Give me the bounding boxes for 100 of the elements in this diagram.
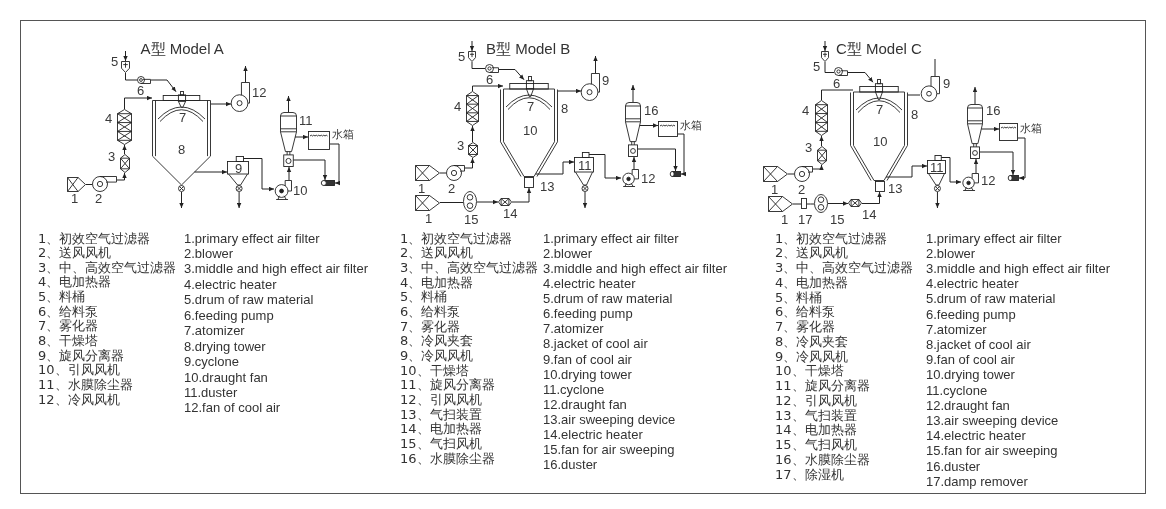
- pipe-line: [787, 173, 795, 175]
- filter-symbol: [763, 166, 788, 182]
- cylinder-symbol: [670, 171, 681, 177]
- pipe-arrow: [940, 157, 962, 185]
- pipe-line: [439, 172, 447, 174]
- list-item: 14.electric heater: [926, 428, 1026, 444]
- pipe-arrow: [470, 125, 475, 143]
- list-item: 16.duster: [926, 458, 981, 474]
- pipe-line: [439, 202, 464, 203]
- list-item: 2、送风风机: [38, 245, 112, 261]
- callout-number: 10: [293, 185, 308, 196]
- list-item: 10、干燥塔: [400, 362, 469, 378]
- callout-number: 1: [425, 213, 433, 224]
- list-item: 2、送风风机: [775, 245, 849, 261]
- tank-label: 水箱: [680, 119, 702, 132]
- blower-symbol: [794, 166, 813, 182]
- list-item: 9、冷风风机: [775, 348, 849, 364]
- callout-number: 5: [111, 56, 119, 67]
- pipe-arrow: [286, 95, 291, 113]
- list-item: 3.middle and high effect air filter: [543, 260, 728, 276]
- pipe-arrow: [194, 169, 228, 175]
- cylinder-symbol: [1008, 175, 1019, 181]
- pump-symbol: [834, 67, 848, 76]
- filter-symbol: [67, 177, 86, 192]
- callout-number: 2: [798, 184, 806, 195]
- list-item: 14、电加热器: [775, 422, 857, 438]
- pipe-arrow: [292, 159, 328, 181]
- pipe-arrow: [469, 40, 475, 52]
- pipe-arrow: [979, 151, 1016, 176]
- callout-number: 1: [771, 184, 779, 195]
- list-item: 6、给料泵: [775, 304, 836, 320]
- list-item: 5、料桶: [775, 289, 823, 305]
- callout-number: 11: [930, 162, 944, 173]
- callout-number: 14: [862, 209, 877, 220]
- fan-symbol: [581, 73, 600, 101]
- list-item: 10、干燥塔: [775, 363, 844, 379]
- list-item: 13.air sweeping device: [926, 412, 1059, 428]
- list-item: 4.electric heater: [184, 276, 277, 292]
- list-item: 5、料桶: [400, 289, 448, 305]
- list-item: 11.cyclone: [926, 382, 988, 398]
- callout-number: 8: [178, 144, 186, 155]
- list-item: 1、初效空气过滤器: [400, 230, 513, 246]
- callout-number: 2: [448, 183, 456, 194]
- list-item: 9.fan of cool air: [926, 352, 1015, 368]
- heater-symbol: [498, 198, 512, 206]
- list-item: 1.primary effect air filter: [543, 230, 679, 246]
- list-item: 1.primary effect air filter: [184, 230, 320, 246]
- list-item: 15.fan for air sweeping: [543, 442, 675, 458]
- list-item: 6、给料泵: [38, 303, 99, 319]
- heater-symbol: [815, 100, 828, 136]
- callout-number: 4: [105, 113, 113, 124]
- list-item: 13、气扫装置: [775, 407, 857, 423]
- list-item: 1、初效空气过滤器: [38, 230, 151, 246]
- pipe-arrow: [116, 172, 127, 181]
- callout-number: 3: [805, 142, 813, 153]
- drum-symbol: [821, 51, 829, 62]
- list-item: 5.drum of raw material: [184, 292, 314, 308]
- heading: A型 Model A: [140, 39, 224, 57]
- pipe-arrow: [1017, 137, 1026, 181]
- callout-number: 12: [252, 87, 267, 98]
- pipe-arrow: [286, 166, 292, 181]
- list-item: 4、电加热器: [775, 274, 849, 290]
- list-item: 3.middle and high effect air filter: [926, 260, 1111, 276]
- list-item: 6.feeding pump: [543, 306, 633, 322]
- callout-number: 15: [464, 214, 479, 225]
- pump-symbol: [137, 76, 151, 84]
- list-item: 12、引风风机: [400, 391, 482, 407]
- callout-number: 13: [888, 183, 903, 194]
- list-item: 6.feeding pump: [926, 306, 1016, 322]
- list-item: 4.electric heater: [926, 276, 1019, 292]
- heading: C型 Model C: [836, 39, 922, 57]
- pipe-arrow: [124, 95, 153, 110]
- callout-number: 3: [108, 151, 116, 162]
- pipe-arrow: [123, 50, 128, 62]
- pipe-line: [824, 61, 835, 73]
- pipe-arrow: [812, 164, 824, 170]
- pipe-arrow: [150, 79, 177, 93]
- filter-symbol: [119, 154, 130, 173]
- callout-number: 9: [602, 75, 610, 86]
- list-item: 7、雾化器: [775, 319, 836, 334]
- callout-number: 12: [981, 175, 996, 186]
- pipe-arrow: [973, 158, 979, 174]
- callout-number: 16: [644, 105, 659, 116]
- list-item: 3、中、高效空气过滤器: [38, 259, 177, 275]
- list-item: 7、雾化器: [38, 318, 99, 334]
- tank-label: 水箱: [332, 128, 354, 141]
- pipe-arrow: [476, 199, 499, 205]
- cylinder-symbol: [321, 180, 335, 186]
- atomizer-symbol: [873, 79, 885, 100]
- fan-symbol: [961, 173, 979, 191]
- list-item: 17、除湿机: [775, 466, 844, 482]
- callout-number: 13: [540, 181, 555, 192]
- callout-number: 9: [943, 78, 951, 89]
- pipe-line: [125, 72, 138, 81]
- pipe-arrow: [535, 159, 575, 175]
- list-item: 11.cyclone: [543, 381, 605, 397]
- list-item: 5.drum of raw material: [543, 291, 673, 306]
- list-item: 7、雾化器: [400, 318, 461, 334]
- device-box: [874, 181, 885, 192]
- callout-number: 1: [71, 193, 79, 204]
